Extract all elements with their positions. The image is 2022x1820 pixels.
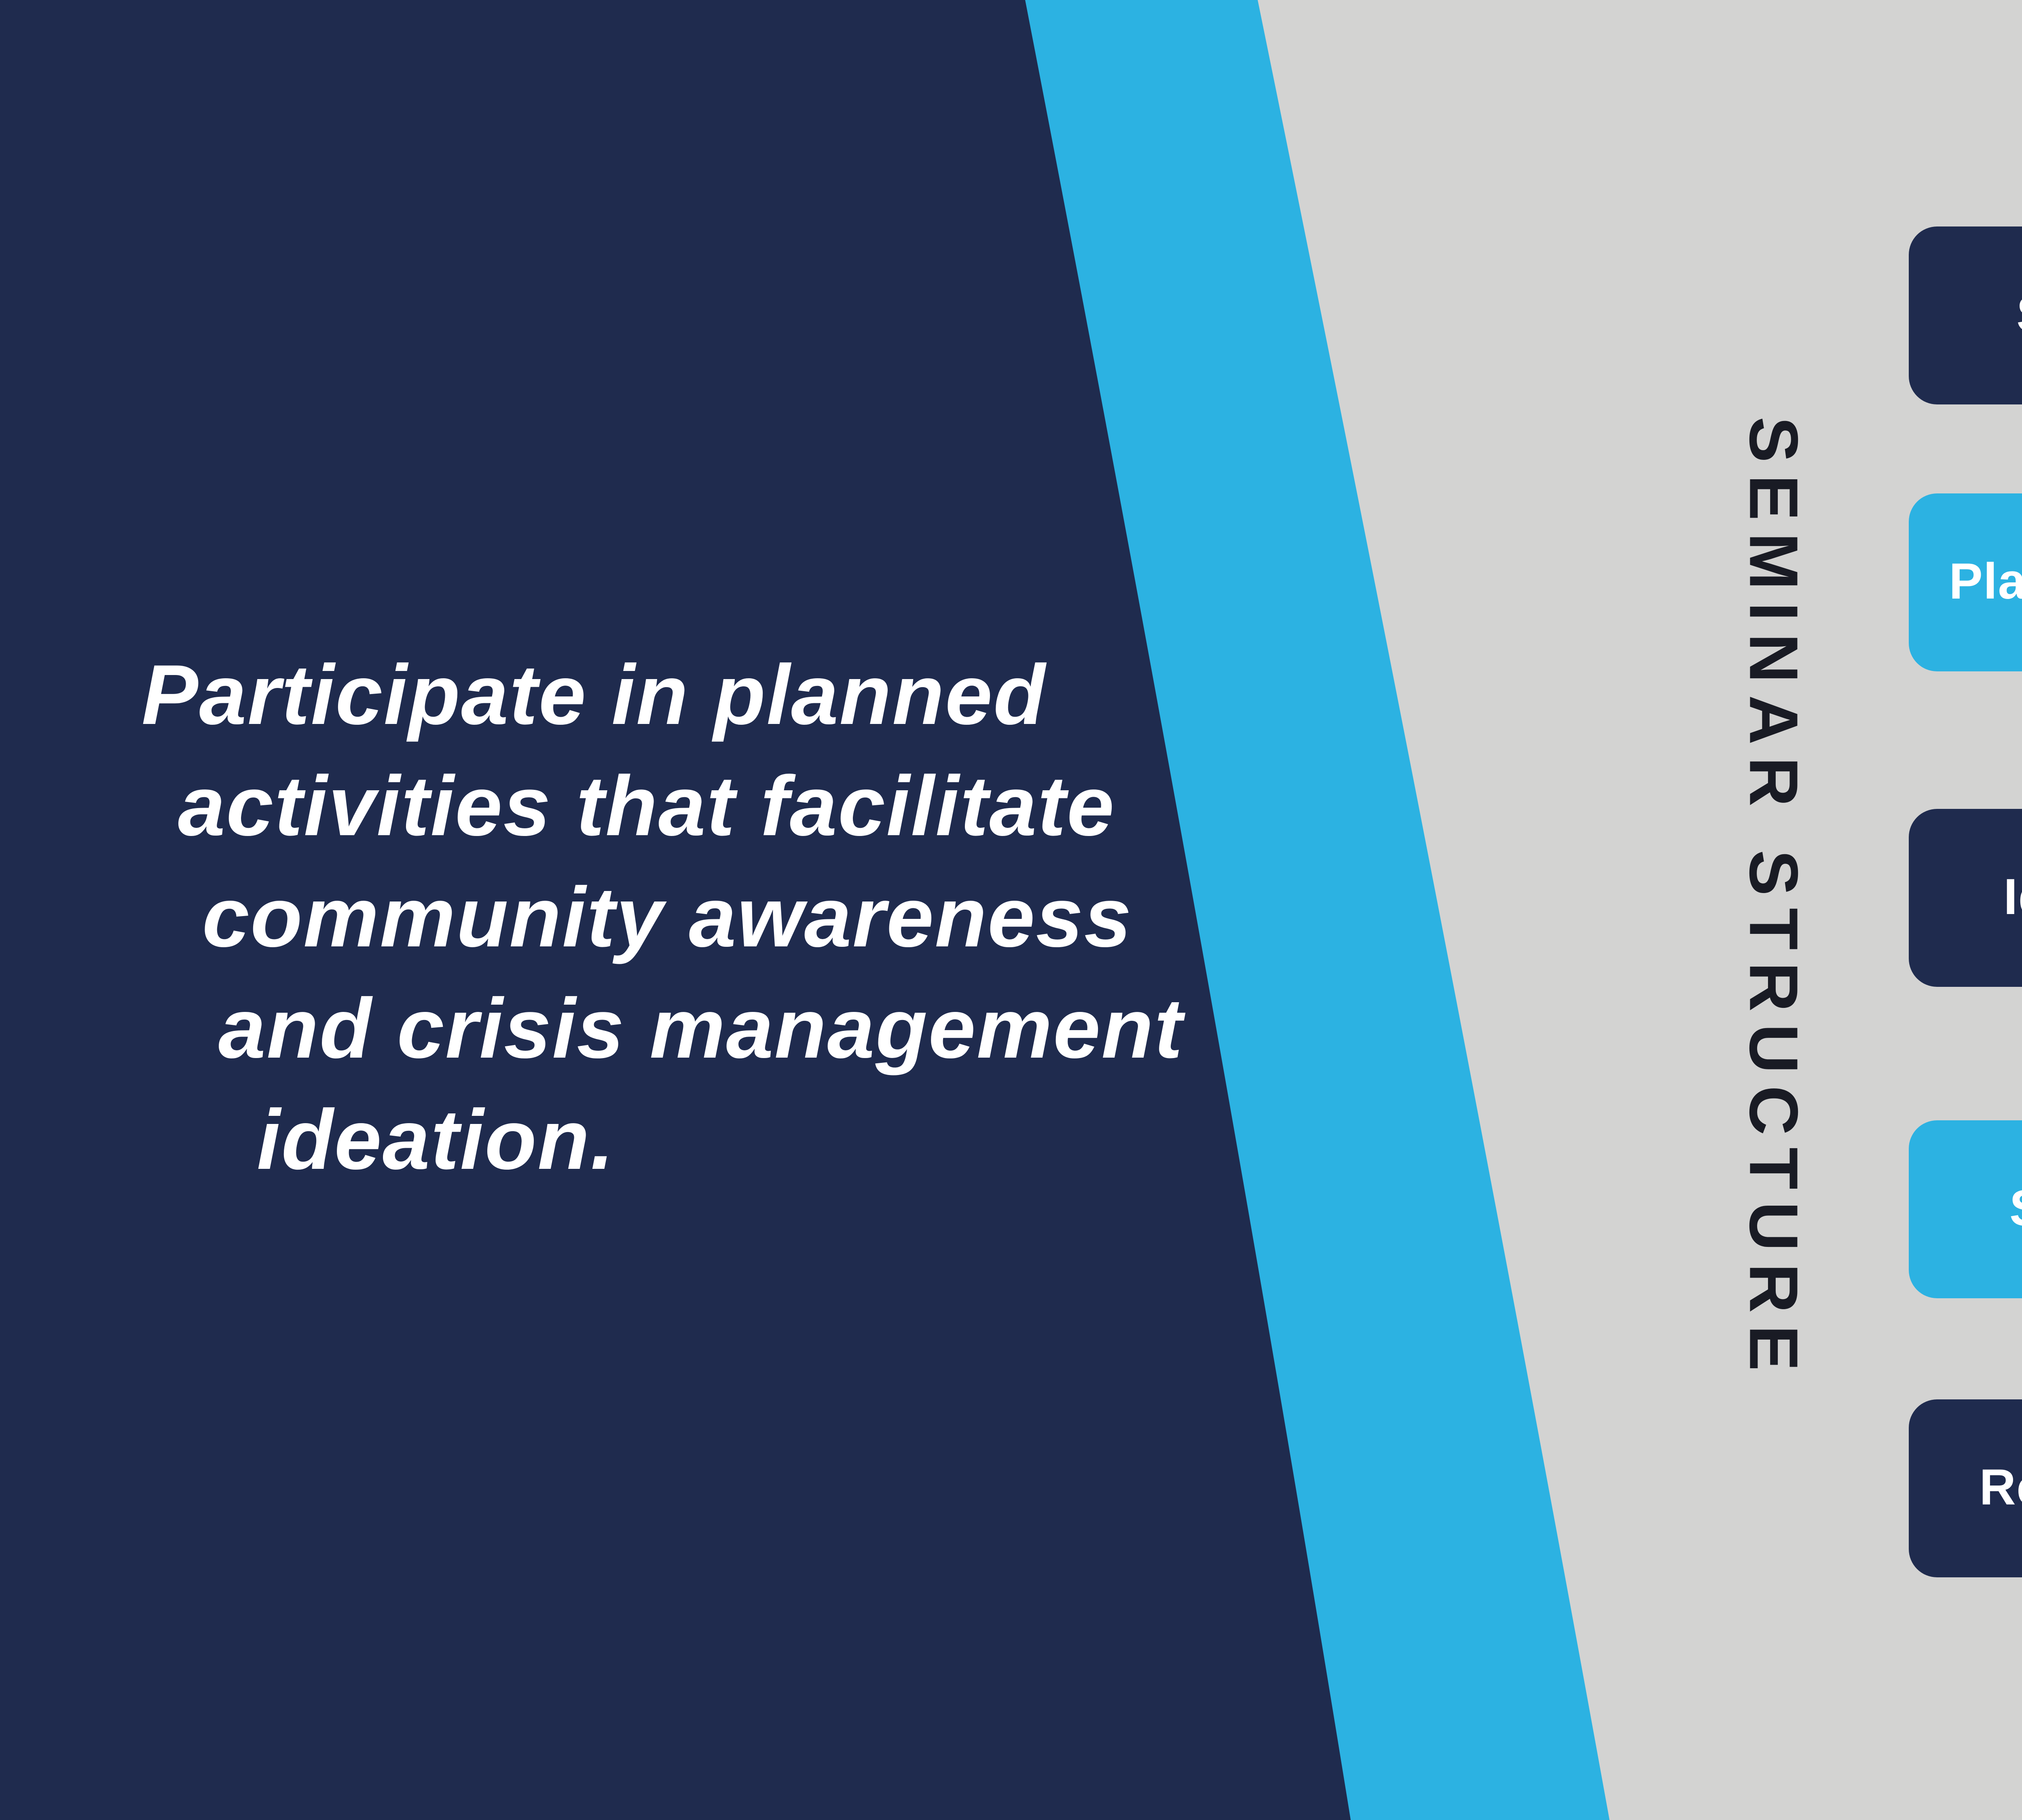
flow-step-resolving: Resolving <box>1909 1399 2022 1577</box>
intro-line-3: community awareness <box>202 870 1133 965</box>
flow-step-ideating: Ideating <box>1909 809 2022 987</box>
seminar-structure-flow: Sign In PlaybuildingIdeatingSolvingResolv… <box>1909 226 2022 1577</box>
intro-line-5: ideation. <box>257 1092 615 1187</box>
intro-line-4: and crisis management <box>218 981 1184 1076</box>
intro-line-1: Participate in planned <box>142 647 1047 742</box>
flow-step-playbuilding: Playbuilding <box>1909 493 2022 671</box>
intro-text: Participate in planned activities that f… <box>142 639 1184 1195</box>
flow-step-solving: Solving <box>1909 1120 2022 1298</box>
navy-curve-shape <box>0 0 1351 1820</box>
intro-line-2: activities that facilitate <box>178 758 1115 853</box>
seminar-structure-label: SEMINAR STRUCTURE <box>1734 417 1811 1383</box>
flow-step-sign-in: Sign In <box>1909 226 2022 404</box>
